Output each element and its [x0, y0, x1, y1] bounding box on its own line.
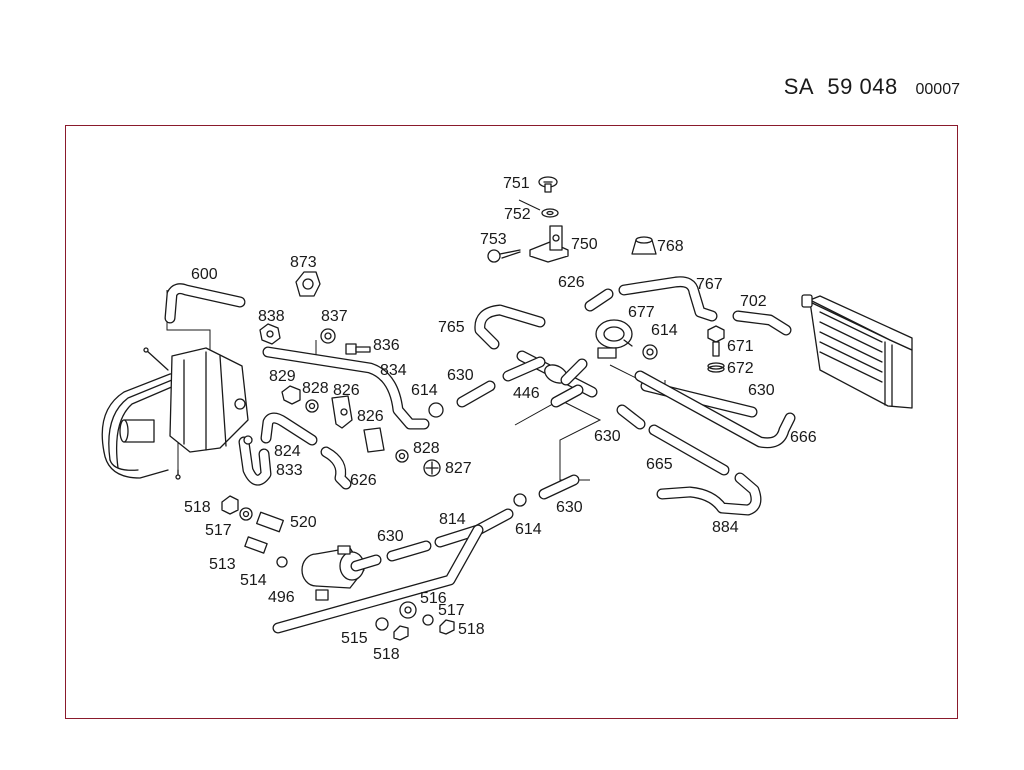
callout-677: 677: [628, 304, 655, 321]
auxiliary-pump: [301, 545, 382, 601]
callout-833: 833: [276, 462, 303, 479]
callout-828-lower: 828: [413, 440, 440, 457]
callout-750: 750: [571, 236, 598, 253]
callout-514: 514: [240, 572, 267, 589]
callout-520: 520: [290, 514, 317, 531]
callout-814: 814: [439, 511, 466, 528]
callout-768: 768: [657, 238, 684, 255]
callout-826-upper: 826: [333, 382, 360, 399]
heater-core: [801, 294, 913, 409]
callout-702: 702: [740, 293, 767, 310]
callout-767: 767: [696, 276, 723, 293]
callout-614-middle: 614: [411, 382, 438, 399]
callout-516: 516: [420, 590, 447, 607]
callout-630-upper: 630: [447, 367, 474, 384]
callout-836: 836: [373, 337, 400, 354]
t-piece-assembly: [502, 350, 598, 408]
callout-753: 753: [480, 231, 507, 248]
callout-666: 666: [790, 429, 817, 446]
callout-630-center: 630: [594, 428, 621, 445]
callout-626-lower: 626: [350, 472, 377, 489]
callout-838: 838: [258, 308, 285, 325]
callout-671: 671: [727, 338, 754, 355]
callout-518-lower: 518: [458, 621, 485, 638]
callout-513: 513: [209, 556, 236, 573]
callout-672: 672: [727, 360, 754, 377]
callout-614-valve: 614: [651, 322, 678, 339]
hoses: [164, 276, 796, 634]
callout-828-upper: 828: [302, 380, 329, 397]
callout-824: 824: [274, 443, 301, 460]
callout-labels: 751 752 753 750 768 873 600 626 767 702 …: [184, 175, 817, 663]
vacuum-valve: [595, 319, 658, 360]
valve-block-assembly: [101, 347, 253, 480]
callout-515: 515: [341, 630, 368, 647]
callout-751: 751: [503, 175, 530, 192]
callout-630-lower-left: 630: [377, 528, 404, 545]
callout-884: 884: [712, 519, 739, 536]
drawing-prefix: SA: [783, 74, 815, 99]
callout-446: 446: [513, 385, 540, 402]
callout-517-left: 517: [205, 522, 232, 539]
callout-665: 665: [646, 456, 673, 473]
callout-829: 829: [269, 368, 296, 385]
callout-630-right: 630: [748, 382, 775, 399]
callout-614-lower: 614: [515, 521, 542, 538]
callout-765: 765: [438, 319, 465, 336]
callout-626-upper: 626: [558, 274, 585, 291]
callout-518-bottom: 518: [373, 646, 400, 663]
fasteners: [221, 176, 725, 641]
drawing-suffix: 00007: [915, 81, 961, 98]
callout-873: 873: [290, 254, 317, 271]
callout-834: 834: [380, 362, 407, 379]
callout-827: 827: [445, 460, 472, 477]
diagram-frame: [65, 125, 958, 719]
callout-752: 752: [504, 206, 531, 223]
callout-837: 837: [321, 308, 348, 325]
callout-826-lower: 826: [357, 408, 384, 425]
callout-517-lower: 517: [438, 602, 465, 619]
callout-496: 496: [268, 589, 295, 606]
drawing-header: SA 59 048 00007: [784, 74, 960, 100]
callout-600: 600: [191, 266, 218, 283]
callout-518-left: 518: [184, 499, 211, 516]
drawing-number: 59 048: [827, 74, 898, 99]
callout-630-lower-right: 630: [556, 499, 583, 516]
